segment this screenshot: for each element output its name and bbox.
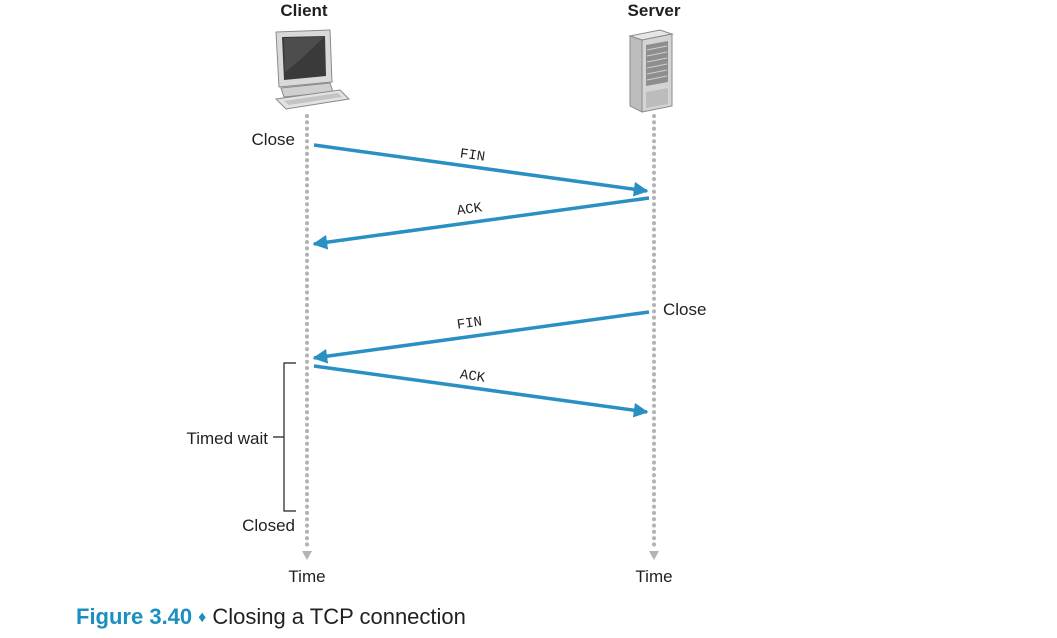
client-timeline	[302, 114, 312, 560]
ack-message-label: ACK	[456, 200, 484, 219]
server-time-label: Time	[635, 567, 672, 586]
ack-message-label-2: ACK	[459, 367, 487, 386]
client-time-arrowhead	[302, 551, 312, 560]
fin-arrow-client-to-server	[313, 143, 649, 197]
figure-title: Closing a TCP connection	[212, 604, 466, 629]
server-timeline	[649, 114, 659, 560]
server-time-arrowhead	[649, 551, 659, 560]
server-close-label: Close	[663, 300, 706, 319]
client-label: Client	[280, 1, 328, 20]
timed-wait-bracket	[273, 362, 296, 512]
figure-caption: Figure 3.40 ♦ Closing a TCP connection	[76, 604, 466, 630]
fin-arrow-server-to-client	[312, 310, 650, 364]
timed-wait-label: Timed wait	[186, 429, 268, 448]
server-label: Server	[628, 1, 681, 20]
ack-arrow-client-to-server	[313, 364, 649, 418]
closed-label: Closed	[242, 516, 295, 535]
server-tower-icon	[628, 29, 674, 113]
client-time-label: Time	[288, 567, 325, 586]
figure-number: Figure 3.40	[76, 604, 193, 629]
fin-message-label: FIN	[459, 146, 486, 165]
client-close-label: Close	[252, 130, 295, 149]
desktop-computer-icon	[274, 29, 351, 110]
ack-arrow-server-to-client	[312, 196, 650, 250]
caption-separator: ♦	[198, 609, 207, 626]
fin-message-label-2: FIN	[456, 314, 483, 333]
